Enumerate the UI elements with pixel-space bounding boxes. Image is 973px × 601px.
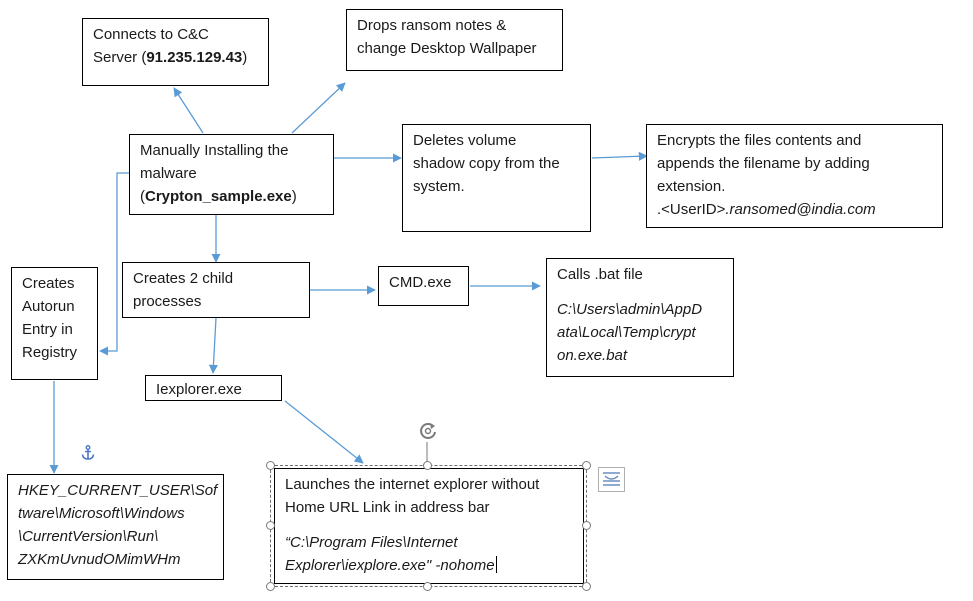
resize-handle-top-right[interactable]	[582, 461, 591, 470]
shadow-line-1: Deletes volume	[413, 132, 517, 149]
encrypt-userid: .<UserID>	[657, 201, 726, 218]
install-line-3: (Crypton_sample.exe)	[140, 185, 323, 208]
hkey-line-4: ZXKmUvnudOMimWHm	[18, 551, 181, 568]
bat-node[interactable]: Calls .bat file C:\Users\admin\AppD ata\…	[546, 258, 734, 377]
bat-line-1: Calls .bat file	[557, 266, 643, 283]
child-line-1: Creates 2 child	[133, 270, 234, 287]
launch-line-2: Home URL Link in address bar	[285, 499, 490, 516]
cmd-node[interactable]: CMD.exe	[378, 266, 469, 306]
cnc-node[interactable]: Connects to C&C Server (91.235.129.43)	[82, 18, 269, 86]
child-process-node[interactable]: Creates 2 child processes	[122, 262, 310, 318]
bat-line-2: C:\Users\admin\AppD	[557, 301, 703, 318]
encrypt-line-1: Encrypts the files contents and	[657, 132, 862, 149]
layout-options-icon[interactable]	[598, 467, 625, 492]
resize-handle-middle-right[interactable]	[582, 521, 591, 530]
resize-handle-bottom-right[interactable]	[582, 582, 591, 591]
launch-command: Explorer\iexplore.exe" -nohome	[285, 557, 495, 574]
resize-handle-middle-left[interactable]	[266, 521, 275, 530]
shadow-line-3: system.	[413, 178, 465, 195]
install-filename: Crypton_sample.exe	[145, 188, 292, 205]
resize-handle-top-left[interactable]	[266, 461, 275, 470]
autorun-node[interactable]: Creates Autorun Entry in Registry	[11, 267, 98, 380]
cnc-line-1: Connects to C&C	[93, 26, 209, 43]
child-line-2: processes	[133, 293, 202, 310]
shadow-node[interactable]: Deletes volume shadow copy from the syst…	[402, 124, 591, 232]
anchor-icon	[81, 445, 95, 460]
bat-spacer	[557, 286, 723, 298]
install-node[interactable]: Manually Installing the malware (Crypton…	[129, 134, 334, 215]
install-line-2: malware	[140, 165, 197, 182]
cnc-text: Server (	[93, 49, 147, 66]
arrow-install-to-autorun	[99, 172, 129, 356]
encrypt-extension: .ransomed@india.com	[725, 201, 876, 218]
ransom-line-2: change Desktop Wallpaper	[357, 40, 537, 57]
bat-line-3: ata\Local\Temp\crypt	[557, 324, 696, 341]
launch-spacer	[285, 519, 573, 531]
autorun-line-4: Registry	[22, 344, 78, 361]
autorun-line-2: Autorun	[22, 298, 75, 315]
ransom-line-1: Drops ransom notes &	[357, 17, 507, 34]
hkey-line-2: tware\Microsoft\Windows	[18, 505, 185, 522]
resize-handle-bottom-center[interactable]	[423, 582, 432, 591]
launch-line-4: Explorer\iexplore.exe" -nohome	[285, 554, 573, 577]
install-text: (	[140, 188, 145, 205]
cnc-ip: 91.235.129.43	[146, 49, 243, 66]
hkey-node[interactable]: HKEY_CURRENT_USER\Sof tware\Microsoft\Wi…	[7, 474, 224, 580]
launch-line-1: Launches the internet explorer without	[285, 476, 540, 493]
ransom-node[interactable]: Drops ransom notes & change Desktop Wall…	[346, 9, 563, 71]
bat-line-4: on.exe.bat	[557, 347, 628, 364]
arrow-child-to-iexplorer	[208, 317, 218, 374]
arrow-iexplorer-to-launch	[284, 400, 364, 464]
arrow-install-to-ransom	[291, 82, 346, 134]
text-caret	[495, 556, 497, 573]
resize-handle-bottom-left[interactable]	[266, 582, 275, 591]
install-line-1: Manually Installing the	[140, 142, 289, 159]
encrypt-line-3: extension.	[657, 178, 726, 195]
cnc-text-end: )	[242, 49, 248, 66]
rotate-handle-icon[interactable]	[417, 420, 439, 442]
cmd-line-1: CMD.exe	[389, 274, 452, 291]
hkey-line-3: \CurrentVersion\Run\	[18, 528, 159, 545]
hkey-line-1: HKEY_CURRENT_USER\Sof	[18, 482, 218, 499]
launch-line-3: “C:\Program Files\Internet	[285, 534, 458, 551]
iexplorer-line-1: Iexplorer.exe	[156, 381, 242, 398]
arrow-shadow-to-encrypt	[591, 151, 648, 161]
encrypt-line-4: .<UserID>.ransomed@india.com	[657, 198, 932, 221]
install-text-end: )	[291, 188, 297, 205]
cnc-line-2: Server (91.235.129.43)	[93, 46, 258, 69]
encrypt-node[interactable]: Encrypts the files contents and appends …	[646, 124, 943, 228]
iexplorer-node[interactable]: Iexplorer.exe	[145, 375, 282, 401]
resize-handle-top-center[interactable]	[423, 461, 432, 470]
autorun-line-3: Entry in	[22, 321, 73, 338]
autorun-line-1: Creates	[22, 275, 75, 292]
shadow-line-2: shadow copy from the	[413, 155, 560, 172]
encrypt-line-2: appends the filename by adding	[657, 155, 870, 172]
launch-node[interactable]: Launches the internet explorer without H…	[274, 468, 584, 584]
arrow-install-to-cnc	[173, 87, 204, 134]
